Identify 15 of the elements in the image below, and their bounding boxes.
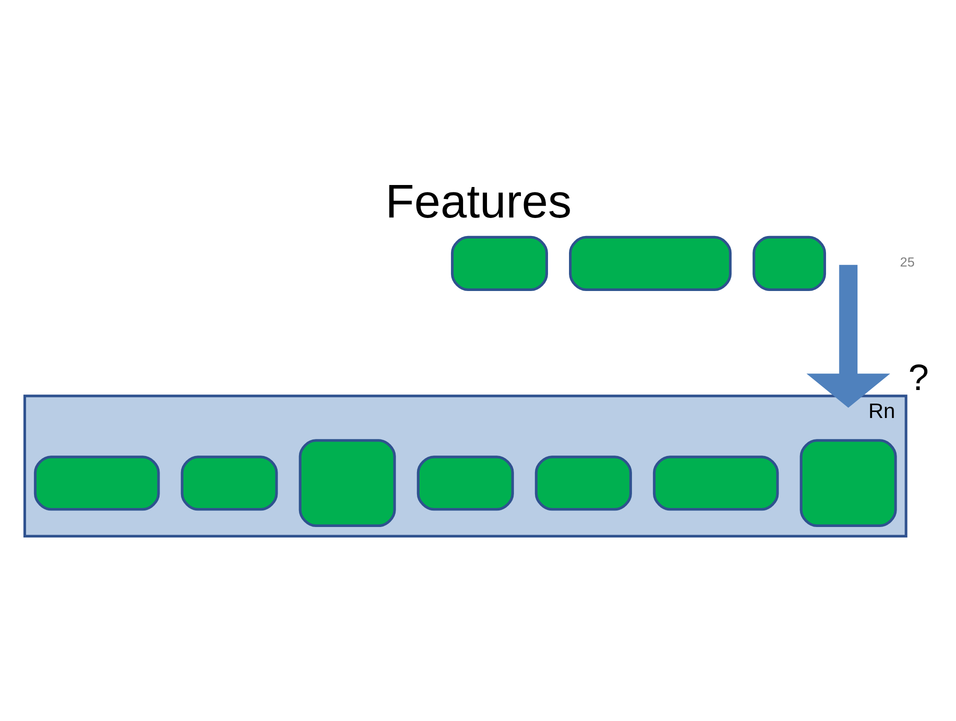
node-box <box>752 236 826 291</box>
node-box <box>534 456 632 511</box>
edge-label: ? <box>908 357 928 398</box>
node-box <box>450 236 548 291</box>
arrow <box>806 264 890 408</box>
node-box <box>33 456 160 511</box>
node-box <box>298 439 396 528</box>
label: 25 <box>900 254 914 270</box>
node-box <box>652 456 778 511</box>
node-box <box>416 456 514 511</box>
node-box <box>568 236 732 291</box>
node-box <box>799 439 896 528</box>
cluster: Rn <box>22 394 907 538</box>
diagram-title: Features <box>384 175 572 228</box>
node-box <box>180 456 278 511</box>
